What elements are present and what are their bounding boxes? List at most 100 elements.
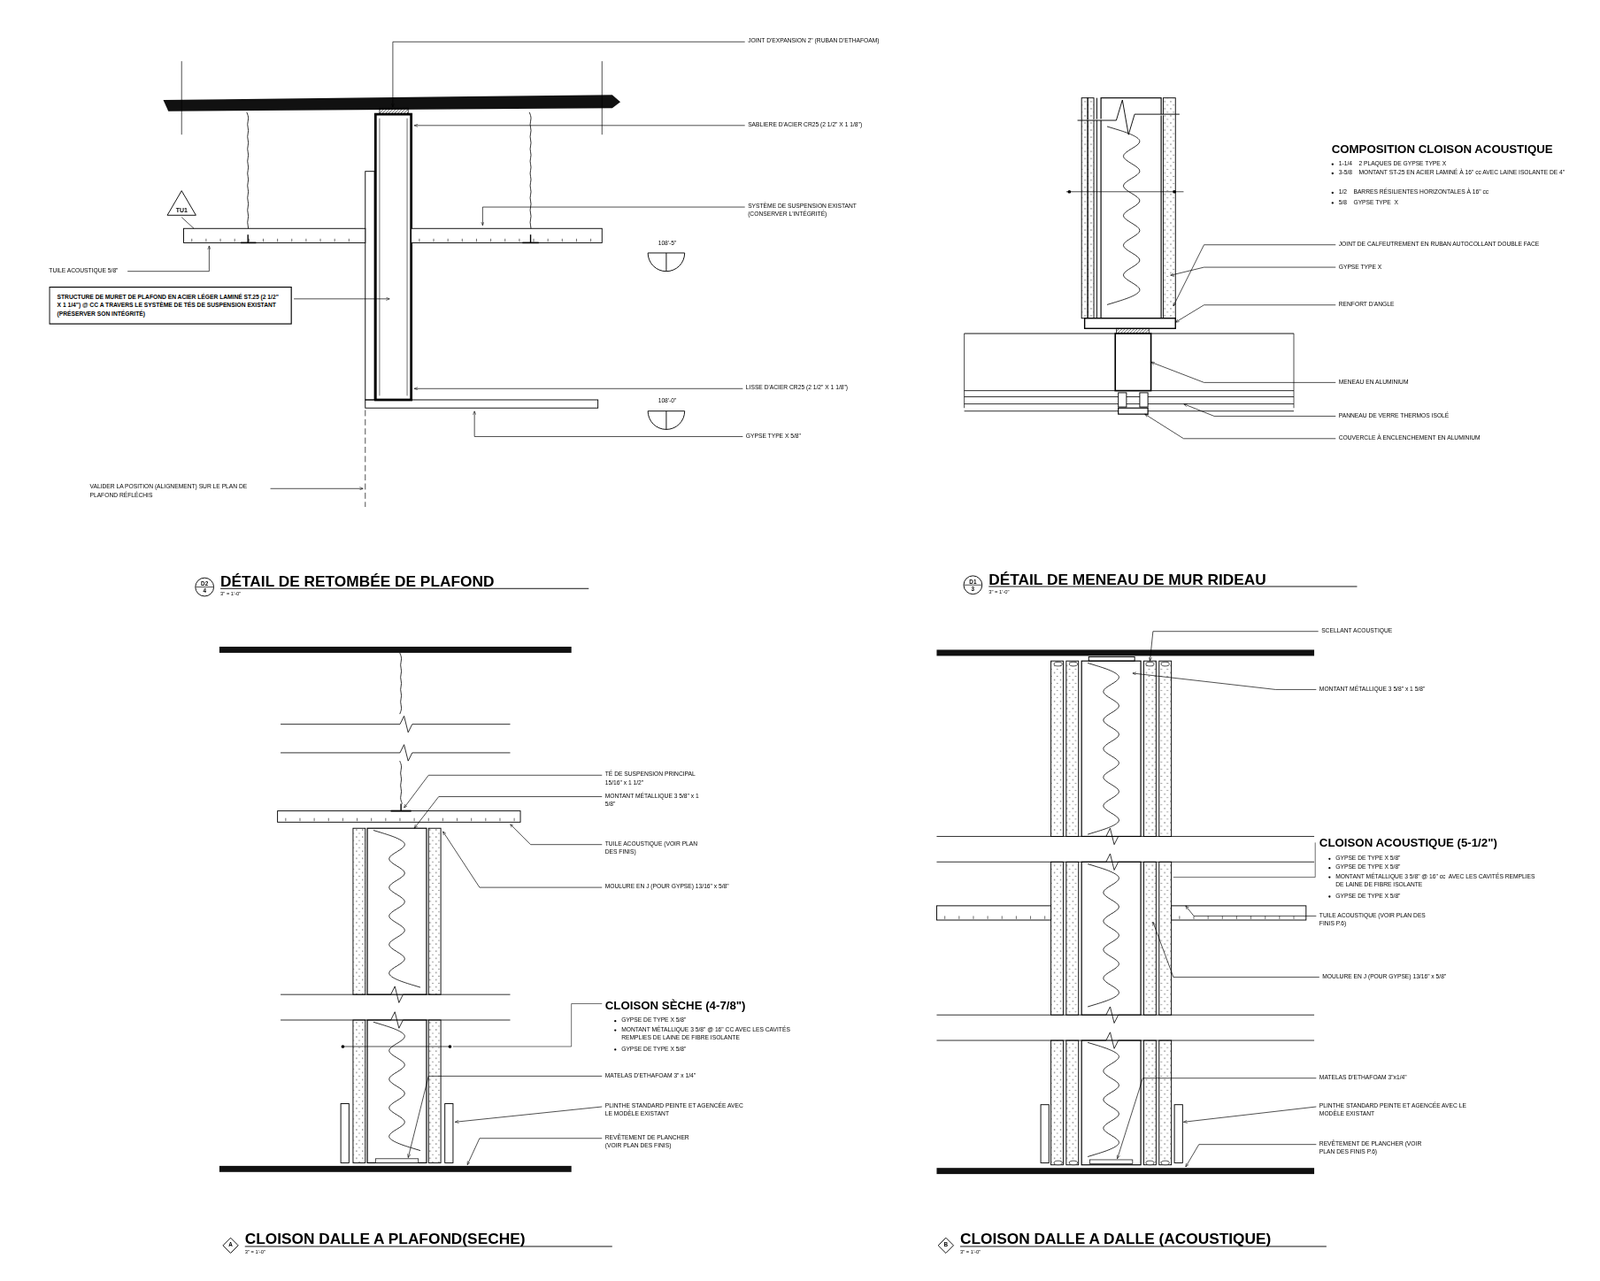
glass-panel: [964, 390, 1294, 392]
marker-text: B: [938, 1242, 954, 1248]
detail-title: CLOISON DALLE A DALLE (ACOUSTIQUE): [960, 1230, 1271, 1248]
tile-tick: [334, 238, 336, 242]
tile-tick: [433, 238, 435, 242]
tile-tick: [428, 818, 430, 822]
composition-heading: CLOISON SÈCHE (4-7/8"): [605, 1000, 747, 1014]
marker-text: 3: [962, 585, 983, 592]
leader-line: [454, 1107, 602, 1123]
tile-tick: [1178, 915, 1180, 919]
steel-stud: [1081, 1040, 1141, 1166]
section-line: [341, 1046, 451, 1047]
bullet: [1328, 876, 1331, 878]
tile-tick: [284, 818, 286, 822]
section-marker: B: [938, 1238, 954, 1254]
break-line: [936, 828, 1315, 845]
elevation-label: 108'-0": [651, 398, 685, 407]
alignment-line: [364, 410, 366, 508]
section-dot: [1172, 190, 1177, 194]
tile-tick: [248, 238, 250, 242]
gypsum-board: [365, 400, 599, 408]
leader-line: [270, 488, 364, 490]
steel-stud: [367, 828, 427, 995]
leader-line: [414, 796, 602, 829]
concrete-slab: [936, 649, 1315, 656]
bullet: [1328, 867, 1331, 870]
callout-label: SCELLANT ACOUSTIQUE: [1321, 627, 1393, 636]
tile-tick: [504, 238, 506, 242]
gypsum-board: [1159, 661, 1172, 837]
resilient-bar: [1096, 98, 1098, 319]
marker-text: D1: [962, 578, 983, 585]
tile-tick: [418, 238, 420, 242]
tile-tick: [191, 238, 193, 242]
note-text: STRUCTURE DE MURET DE PLAFOND EN ACIER L…: [57, 292, 285, 319]
glazing-gasket: [1139, 392, 1148, 408]
acoustic-sealant: [1161, 1161, 1170, 1166]
callout-label: GYPSE TYPE X 5/8": [746, 432, 801, 441]
tile-tick: [590, 238, 592, 242]
bullet: [1331, 201, 1334, 204]
callout-label: REVÊTEMENT DE PLANCHER (VOIR PLAN DES FI…: [1319, 1140, 1432, 1157]
elevation-marker: [647, 253, 685, 272]
tag-triangle: TU1: [166, 189, 198, 216]
tile-tick: [305, 238, 307, 242]
insulation-batt: [373, 1022, 421, 1151]
leader-line: [1175, 305, 1336, 324]
tile-tick: [447, 238, 449, 242]
steel-stud: [1100, 98, 1162, 319]
tile-tick: [476, 238, 477, 242]
leader-line: [414, 388, 743, 390]
callout-label: RENFORT D'ANGLE: [1338, 300, 1395, 309]
section-dot: [341, 1045, 346, 1049]
glazing-gasket: [1118, 392, 1127, 408]
callout-label: LISSE D'ACIER CR25 (2 1/2" X 1 1/8"): [746, 384, 848, 393]
tile-tick: [1236, 915, 1238, 919]
leader-line: [1183, 404, 1336, 417]
composition-item: GYPSE DE TYPE X 5/8": [1335, 892, 1400, 901]
composition-item: GYPSE DE TYPE X 5/8": [621, 1046, 686, 1054]
tile-tick: [1015, 915, 1017, 919]
callout-label: MONTANT MÉTALLIQUE 3 5/8" x 1 5/8": [1319, 685, 1426, 694]
elevation-marker: [665, 411, 667, 431]
tile-tick: [514, 818, 516, 822]
steel-stud: [1081, 861, 1141, 1016]
steel-stud: [1081, 661, 1141, 837]
caulking-tape: [1115, 328, 1149, 334]
callout-label: VALIDER LA POSITION (ALIGNEMENT) SUR LE …: [89, 484, 269, 500]
tile-tick: [356, 818, 358, 822]
gypsum-board: [1087, 98, 1094, 319]
break-line: [280, 986, 510, 1003]
callout-label: MOULURE EN J (POUR GYPSE) 13/16" x 5/8": [605, 883, 730, 892]
leader-line: [482, 207, 745, 226]
tile-tick: [314, 818, 316, 822]
leader-line: [442, 831, 602, 888]
callout-label: GYPSE TYPE X: [1338, 264, 1383, 273]
leader-line: [392, 41, 746, 108]
leader-line: [510, 824, 603, 846]
elevation-marker: [665, 253, 667, 272]
ethafoam-pad: [1089, 1160, 1132, 1165]
tile-tick: [1030, 915, 1031, 919]
gypsum-board: [1081, 98, 1088, 319]
callout-label: PLINTHE STANDARD PEINTE ET AGENCÉE AVEC …: [1319, 1102, 1473, 1119]
baseboard: [1040, 1105, 1049, 1164]
marker-text: A: [222, 1242, 239, 1248]
leader-line: [467, 1138, 602, 1166]
steel-stud: [367, 1020, 427, 1163]
concrete-slab: [219, 1166, 572, 1173]
tile-tick: [220, 238, 222, 242]
marker-text: D2: [194, 581, 215, 587]
leader-line: [414, 124, 746, 126]
gypsum-board: [1162, 98, 1176, 319]
break-line: [280, 745, 510, 762]
tile-tick: [276, 238, 278, 242]
tile-tick: [442, 818, 444, 822]
section-dot: [448, 1045, 453, 1049]
detail-marker: D13: [962, 575, 983, 595]
corner-bead: [1084, 318, 1177, 330]
leader-line: [1169, 267, 1336, 276]
diamond-outline: [938, 1238, 954, 1254]
elevation-label: 108'-5": [651, 239, 685, 248]
leader-line: [1153, 922, 1320, 977]
